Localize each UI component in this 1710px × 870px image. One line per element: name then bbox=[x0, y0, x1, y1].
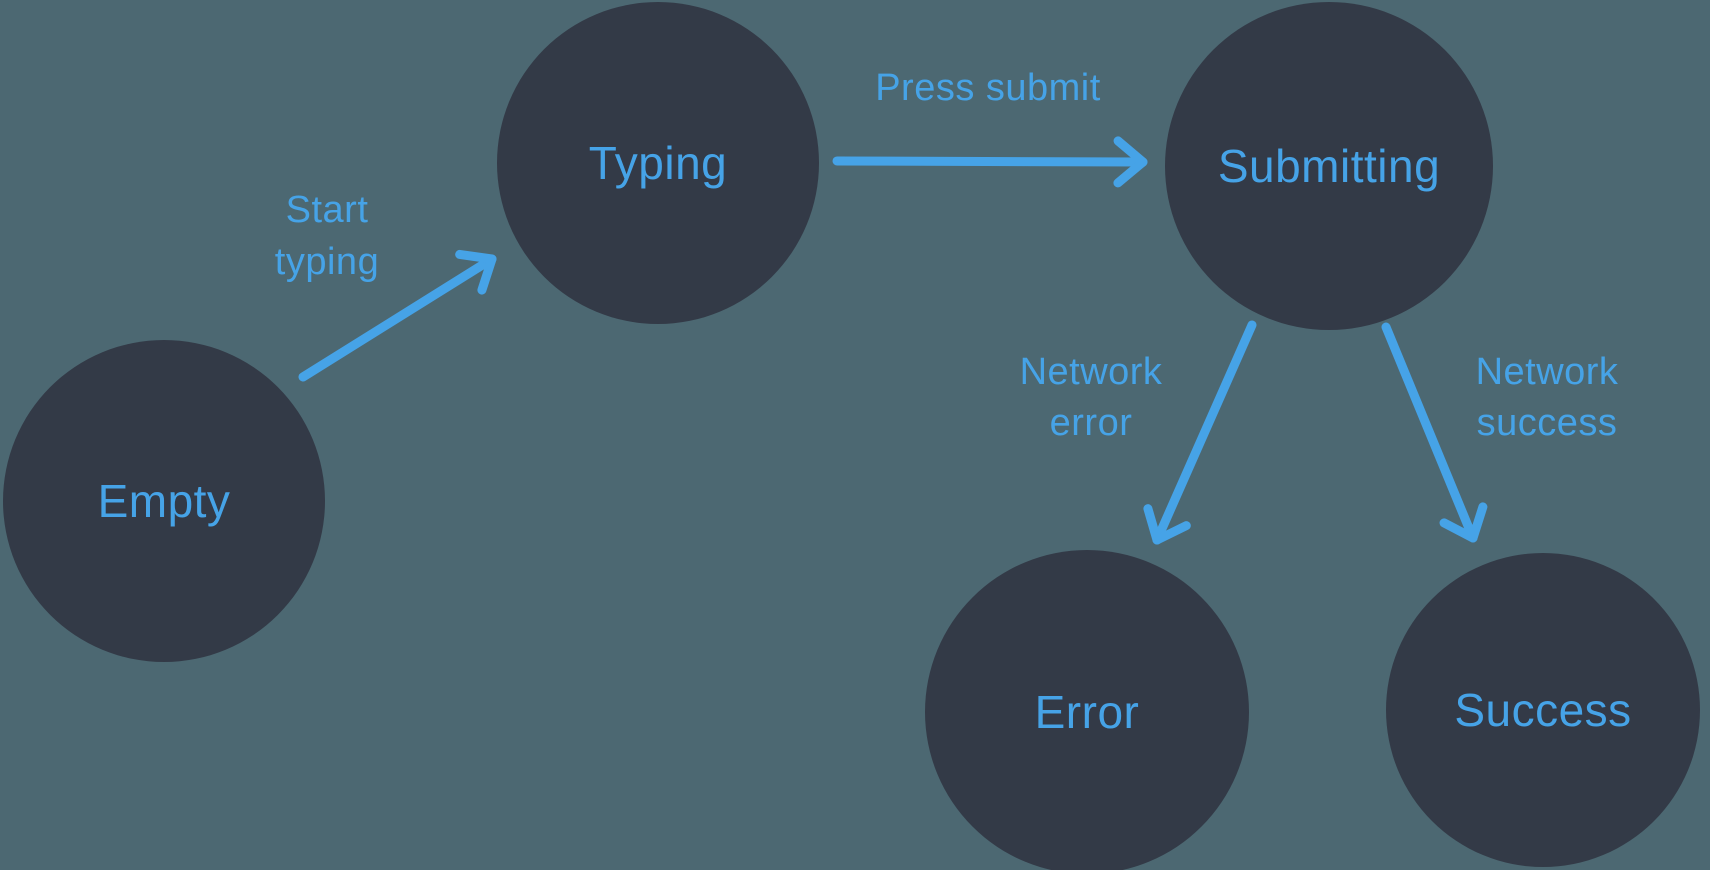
transition-label-network-error: Network bbox=[1020, 351, 1163, 393]
state-error: Error bbox=[925, 550, 1249, 870]
state-submitting: Submitting bbox=[1165, 2, 1493, 330]
transition-arrow-start-typing bbox=[298, 249, 497, 382]
state-label-empty: Empty bbox=[98, 475, 231, 527]
transition-label-press-submit: Press submit bbox=[875, 67, 1101, 109]
transition-label-start-typing: typing bbox=[275, 241, 379, 283]
state-label-typing: Typing bbox=[589, 137, 728, 189]
state-node-typing bbox=[497, 2, 819, 324]
state-node-submitting bbox=[1165, 2, 1493, 330]
state-node-empty bbox=[3, 340, 325, 662]
transition-start-typing: Start typing bbox=[275, 189, 497, 382]
transition-press-submit: Press submit bbox=[832, 67, 1148, 188]
state-node-error bbox=[925, 550, 1249, 870]
state-node-success bbox=[1386, 553, 1700, 867]
transition-label-network-success: success bbox=[1477, 402, 1618, 444]
transition-label-network-error: error bbox=[1050, 402, 1133, 444]
transition-label-network-success: Network bbox=[1476, 351, 1619, 393]
transition-label-start-typing: Start bbox=[286, 189, 369, 231]
transition-arrow-network-error bbox=[1143, 320, 1257, 545]
transition-arrow-press-submit bbox=[832, 136, 1148, 188]
state-typing: Typing bbox=[497, 2, 819, 324]
state-label-submitting: Submitting bbox=[1218, 140, 1440, 192]
state-empty: Empty bbox=[3, 340, 325, 662]
state-label-success: Success bbox=[1454, 684, 1631, 736]
state-label-error: Error bbox=[1035, 686, 1140, 738]
state-success: Success bbox=[1386, 553, 1700, 867]
transition-arrow-network-success bbox=[1381, 322, 1488, 543]
transition-network-error: Network error bbox=[1020, 320, 1257, 545]
transition-network-success: Network success bbox=[1381, 322, 1619, 543]
